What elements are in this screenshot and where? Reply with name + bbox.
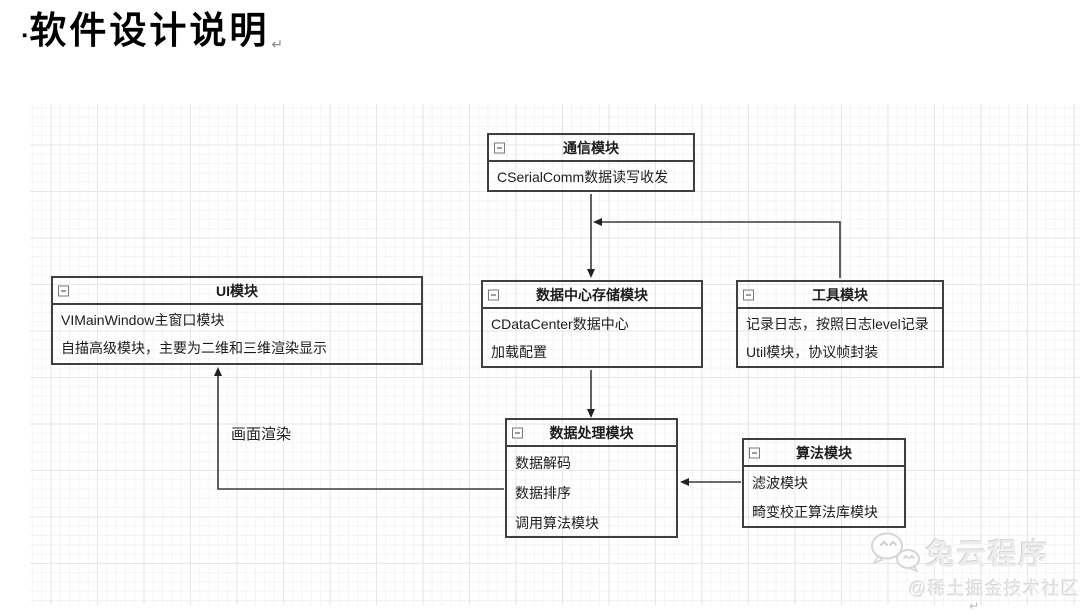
module-dataproc-title: 数据处理模块 — [549, 424, 634, 441]
minus-glyph — [497, 147, 502, 148]
module-tools: 工具模块 记录日志，按照日志level记录 Util模块，协议帧封装 — [736, 280, 944, 368]
module-datacenter-header: 数据中心存储模块 — [483, 282, 701, 309]
watermark-community: @稀土掘金技术社区 — [908, 579, 1080, 599]
module-comm: 通信模块 CSerialComm数据读写收发 — [487, 133, 695, 192]
module-line: 数据排序 — [515, 485, 571, 501]
module-dataproc-header: 数据处理模块 — [507, 420, 676, 447]
module-tools-header: 工具模块 — [738, 282, 942, 309]
module-tools-title: 工具模块 — [812, 286, 868, 303]
watermark-return-icon: ↵ — [968, 599, 980, 613]
module-line: VIMainWindow主窗口模块 — [61, 312, 225, 328]
module-ui-body: VIMainWindow主窗口模块 自描高级模块，主要为二维和三维渲染显示 — [53, 305, 421, 362]
module-line: 加载配置 — [491, 344, 547, 360]
module-line: 数据解码 — [515, 455, 571, 471]
minus-glyph — [746, 294, 751, 295]
minus-glyph — [491, 294, 496, 295]
module-line: 记录日志，按照日志level记录 — [746, 316, 929, 332]
collapse-icon — [488, 289, 499, 300]
module-datacenter-body: CDataCenter数据中心 加载配置 — [483, 309, 701, 366]
module-algo-title: 算法模块 — [796, 444, 852, 461]
module-line: CDataCenter数据中心 — [491, 316, 629, 332]
edge-label-render: 画面渲染 — [231, 426, 292, 443]
collapse-icon — [58, 285, 69, 296]
module-comm-title: 通信模块 — [563, 139, 619, 156]
module-ui-title: UI模块 — [216, 282, 258, 299]
collapse-icon — [512, 427, 523, 438]
module-line: CSerialComm数据读写收发 — [497, 168, 669, 185]
wechat-icon — [871, 532, 920, 573]
module-comm-body: CSerialComm数据读写收发 — [489, 162, 693, 190]
module-dataproc: 数据处理模块 数据解码 数据排序 调用算法模块 — [505, 418, 678, 538]
page-title-row: ▪ 软件设计说明 ↵ — [22, 10, 283, 54]
collapse-icon — [743, 289, 754, 300]
module-comm-header: 通信模块 — [489, 135, 693, 162]
paragraph-return-icon: ↵ — [271, 36, 284, 52]
module-line: 自描高级模块，主要为二维和三维渲染显示 — [61, 340, 327, 356]
module-ui: UI模块 VIMainWindow主窗口模块 自描高级模块，主要为二维和三维渲染… — [51, 276, 423, 365]
minus-glyph — [752, 452, 757, 453]
collapse-icon — [494, 142, 505, 153]
minus-glyph — [515, 432, 520, 433]
module-line: 调用算法模块 — [515, 515, 599, 531]
module-datacenter-title: 数据中心存储模块 — [536, 286, 648, 303]
module-algo: 算法模块 滤波模块 畸变校正算法库模块 — [742, 438, 906, 528]
watermark-row: 兔云程序 — [868, 531, 1080, 573]
minus-glyph — [61, 290, 66, 291]
watermark: 兔云程序 @稀土掘金技术社区 ↵ — [868, 531, 1080, 613]
module-algo-header: 算法模块 — [744, 440, 904, 467]
module-datacenter: 数据中心存储模块 CDataCenter数据中心 加载配置 — [481, 280, 703, 368]
title-bullet: ▪ — [22, 27, 28, 44]
page-title: 软件设计说明 — [29, 11, 270, 52]
module-line: 滤波模块 — [752, 474, 808, 491]
module-line: 畸变校正算法库模块 — [752, 503, 878, 520]
module-line: Util模块，协议帧封装 — [746, 344, 879, 360]
module-dataproc-body: 数据解码 数据排序 调用算法模块 — [507, 447, 676, 538]
module-algo-body: 滤波模块 畸变校正算法库模块 — [744, 467, 904, 526]
collapse-icon — [749, 447, 760, 458]
module-tools-body: 记录日志，按照日志level记录 Util模块，协议帧封装 — [738, 309, 942, 366]
watermark-name: 兔云程序 — [926, 539, 1051, 571]
module-ui-header: UI模块 — [53, 278, 421, 305]
